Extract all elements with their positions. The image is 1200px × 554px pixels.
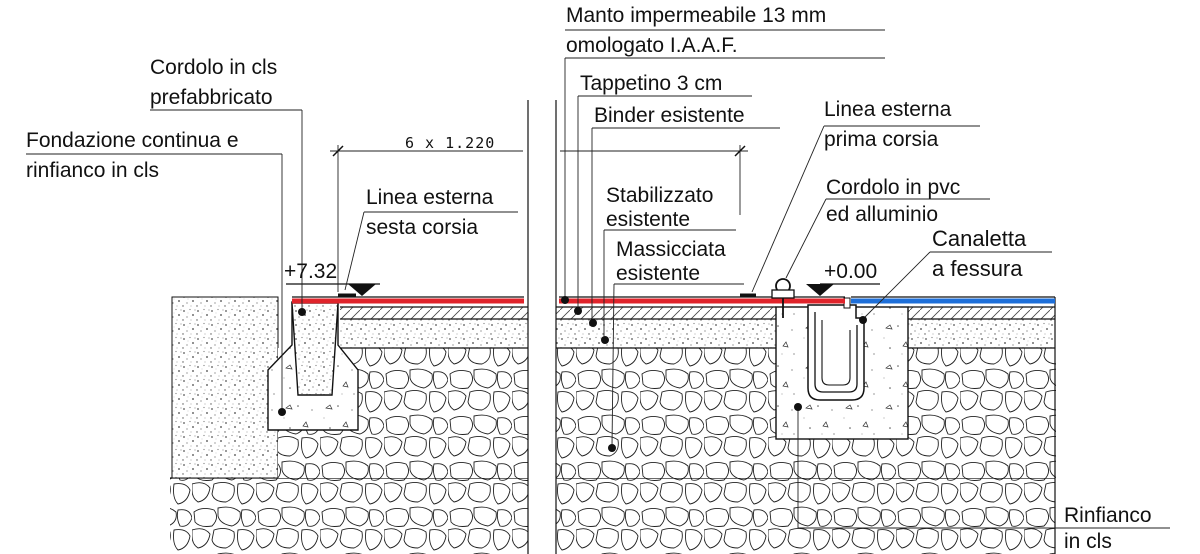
drain-channel-inner-2 xyxy=(821,320,851,386)
leader-lines xyxy=(26,29,1170,529)
label-fondazione-1: Fondazione continua e xyxy=(26,129,239,152)
label-linea-sesta-1: Linea esterna xyxy=(366,186,494,209)
massicciata-lower-band xyxy=(170,478,1055,554)
label-linea-sesta-2: sesta corsia xyxy=(366,216,478,239)
level-triangle-left xyxy=(348,284,376,296)
binder-far-right xyxy=(908,319,1055,348)
label-level-left: +7.32 xyxy=(284,260,337,283)
level-markers xyxy=(286,283,880,296)
label-cordolo-pvc-2: ed alluminio xyxy=(826,203,938,226)
binder-left xyxy=(340,319,528,348)
stabilizzato-right xyxy=(556,307,776,319)
dimension-text: 6 x 1.220 xyxy=(405,134,495,152)
label-manto-2: omologato I.A.A.F. xyxy=(566,34,738,57)
label-massicciata-1: Massicciata xyxy=(616,238,726,261)
pvc-curb-base xyxy=(771,289,795,299)
drain-channel xyxy=(775,297,909,440)
label-canaletta-1: Canaletta xyxy=(932,226,1027,251)
pvc-curb xyxy=(771,278,795,318)
label-level-right: +0.00 xyxy=(824,260,877,283)
track-surface xyxy=(292,293,1055,304)
label-fondazione-2: rinfianco in cls xyxy=(26,159,159,182)
label-linea-prima-1: Linea esterna xyxy=(824,98,952,121)
label-stabilizzato-2: esistente xyxy=(606,208,690,231)
drain-channel-body xyxy=(807,304,865,401)
drain-channel-inner xyxy=(814,312,858,393)
label-rinfianco-2: in cls xyxy=(1064,530,1112,553)
label-cordolo-cls-2: prefabbricato xyxy=(150,86,273,109)
label-cordolo-cls-1: Cordolo in cls xyxy=(150,56,277,79)
label-massicciata-2: esistente xyxy=(616,262,700,285)
label-cordolo-pvc-1: Cordolo in pvc xyxy=(826,176,960,199)
level-triangle-right xyxy=(806,284,834,296)
stabilizzato-far-right xyxy=(908,307,1055,319)
left-foundation xyxy=(267,301,359,431)
labels: Cordolo in cls prefabbricato Fondazione … xyxy=(26,4,1152,553)
binder-right xyxy=(556,319,776,348)
label-manto-1: Manto impermeabile 13 mm xyxy=(566,4,826,27)
existing-ground-left xyxy=(171,296,279,479)
stabilizzato-left xyxy=(340,307,528,319)
break-lines xyxy=(527,100,557,554)
label-rinfianco-1: Rinfianco xyxy=(1064,504,1152,527)
label-binder: Binder esistente xyxy=(594,104,745,127)
label-tappetino: Tappetino 3 cm xyxy=(580,72,722,95)
dimension-lane-width: 6 x 1.220 xyxy=(330,134,748,292)
label-linea-prima-2: prima corsia xyxy=(824,128,939,151)
label-canaletta-2: a fessura xyxy=(932,256,1023,281)
label-stabilizzato-1: Stabilizzato xyxy=(606,184,713,207)
prefab-curb xyxy=(291,302,339,396)
